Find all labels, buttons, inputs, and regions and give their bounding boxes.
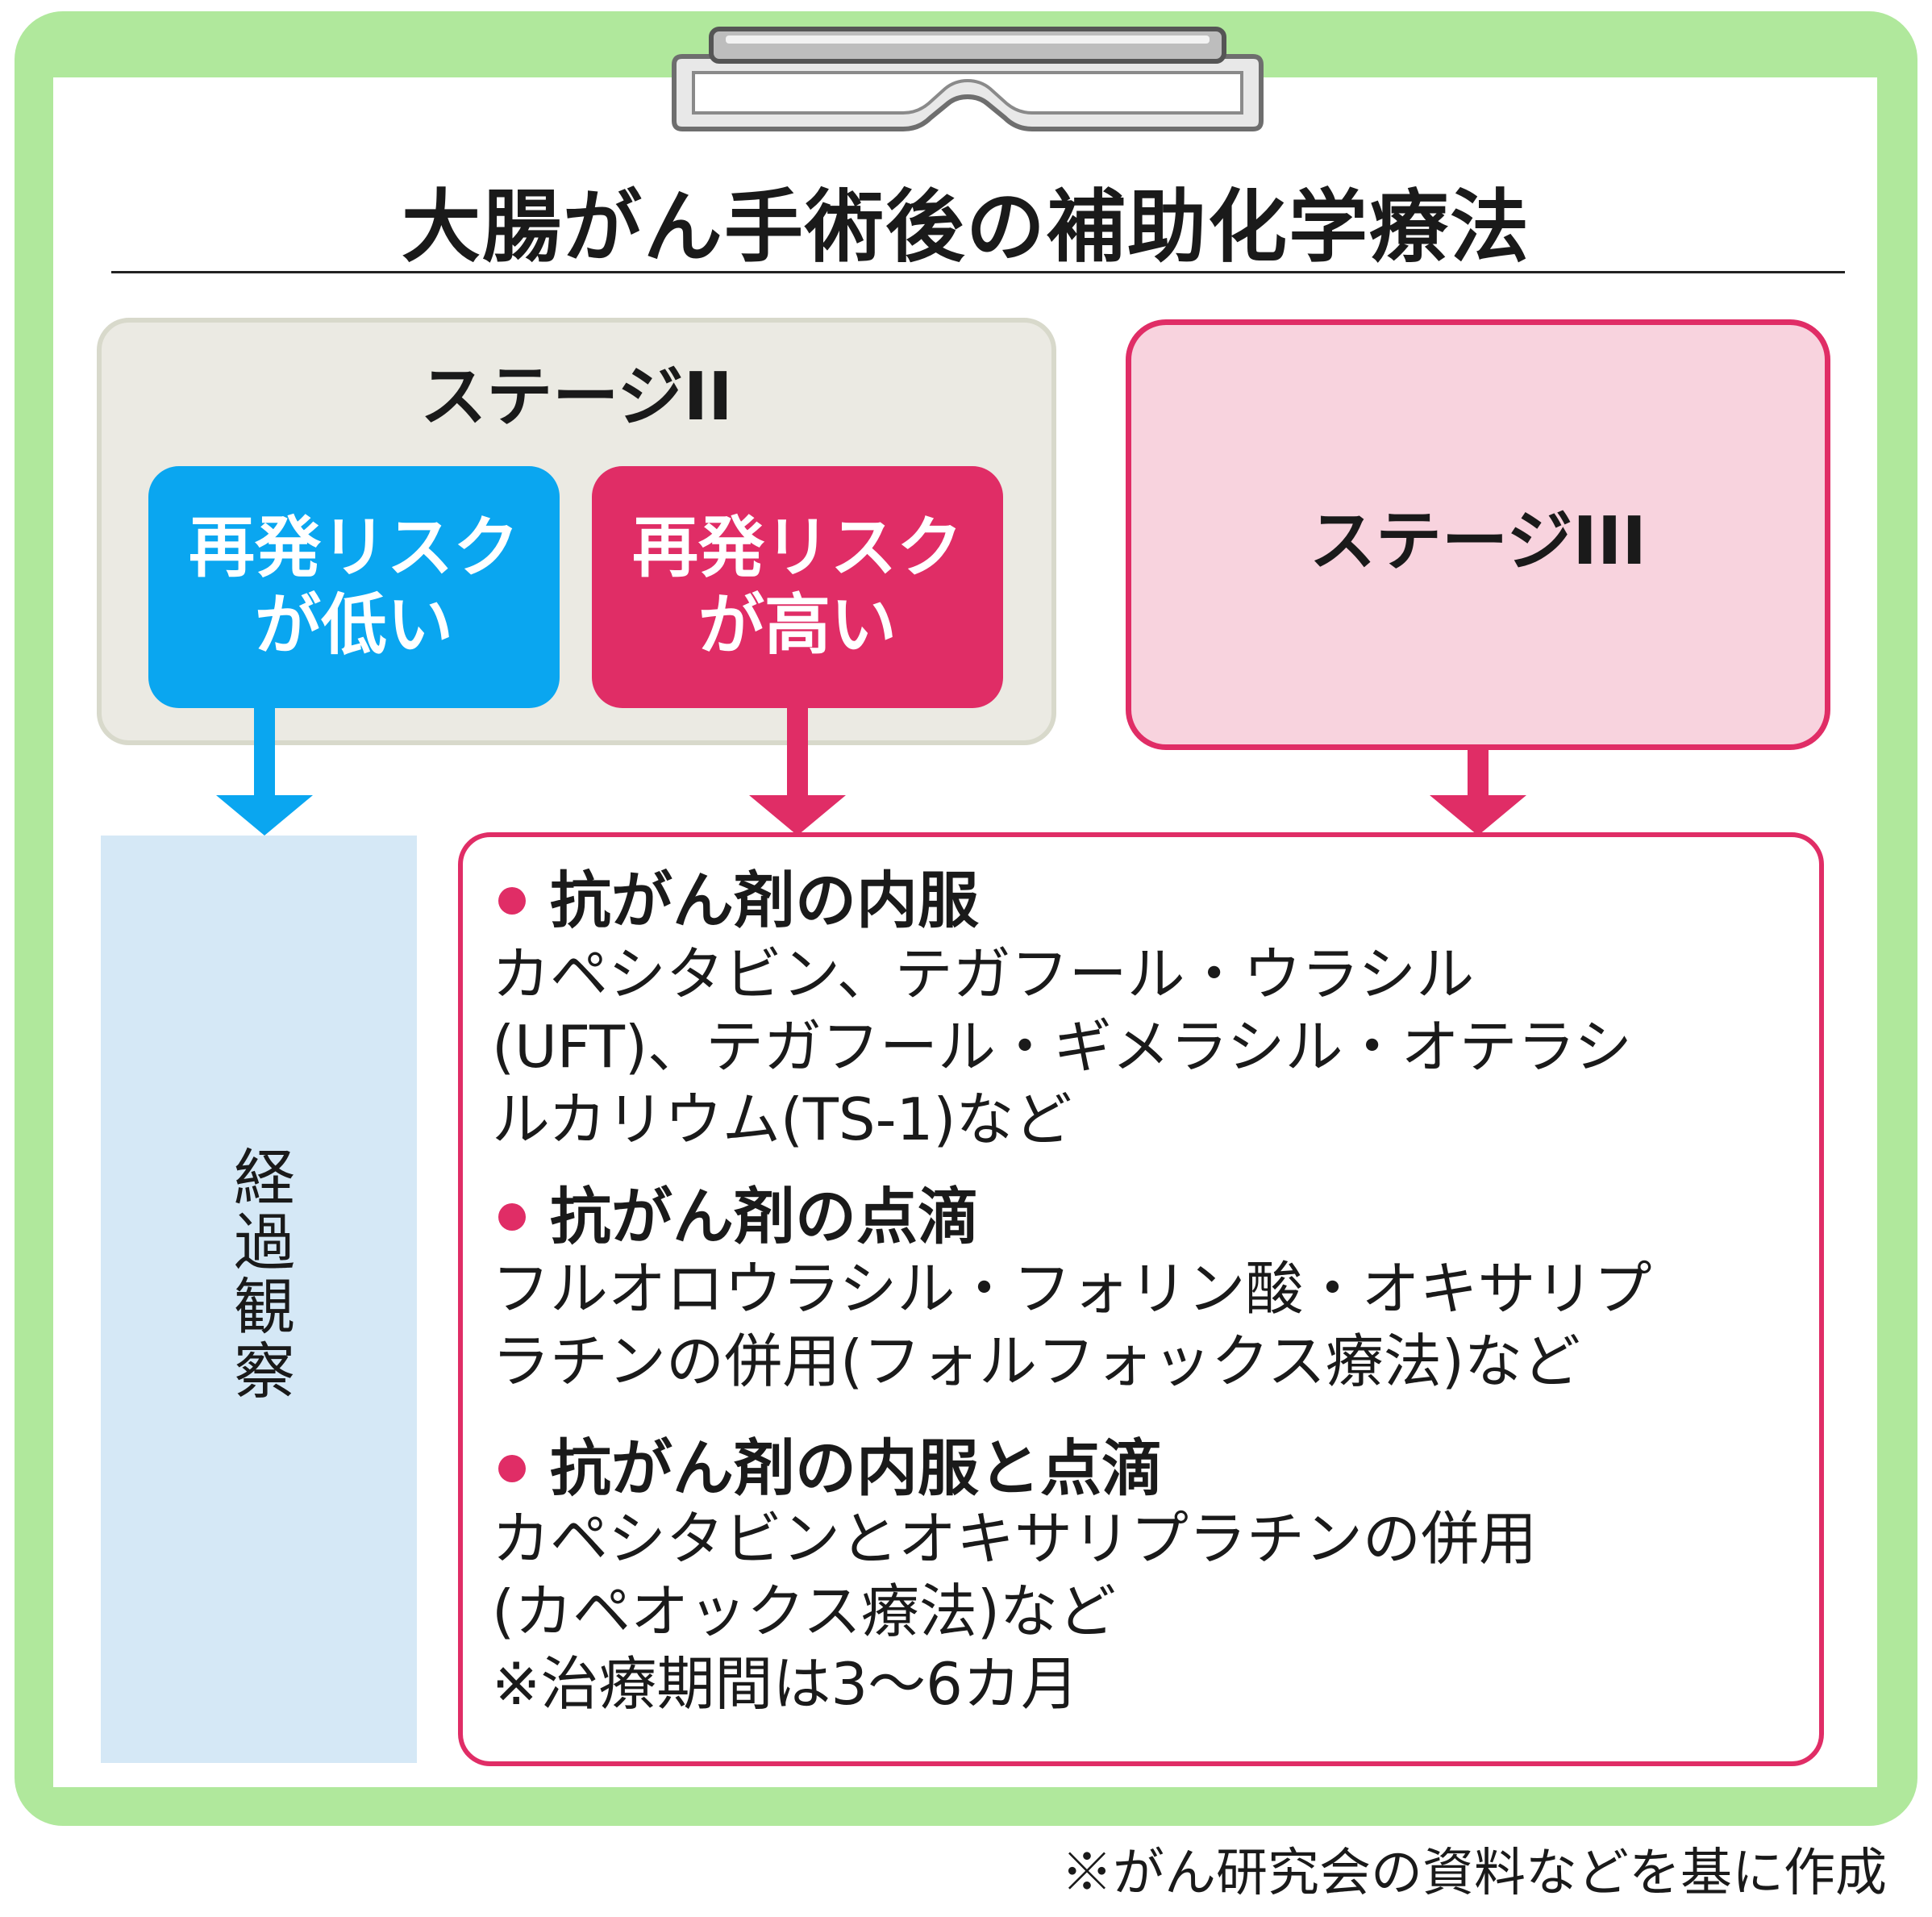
bullet-dot-icon — [498, 1203, 526, 1231]
treatment-line: カペシタビンとオキサリプラチンの併用 — [492, 1505, 1538, 1573]
stage3-panel: ステージIII — [1126, 319, 1830, 750]
arrow-high-icon — [749, 708, 846, 836]
treatment-line: (UFT)、テガフール・ギメラシル・オテラシ — [492, 1013, 1633, 1081]
source-note: ※がん研究会の資料などを基に作成 — [1061, 1844, 1887, 1903]
risk-high-line2: が高い — [697, 587, 897, 664]
treatment-line: (カペオックス療法)など — [492, 1577, 1117, 1645]
treatment-note: ※治療期間は3〜6カ月 — [492, 1650, 1079, 1718]
treatment-heading-text: 抗がん剤の点滴 — [550, 1181, 979, 1252]
risk-high-line1: 再発リスク — [631, 510, 963, 586]
clipboard-clip-icon — [672, 27, 1264, 131]
treatment-line: ラチンの併用(フォルフォックス療法)など — [492, 1327, 1581, 1395]
stage2-label: ステージII — [420, 359, 733, 435]
arrow-low-icon — [216, 708, 313, 836]
title-divider — [111, 271, 1845, 273]
page-title: 大腸がん手術後の補助化学療法 — [401, 181, 1530, 273]
observation-panel — [101, 836, 417, 1763]
treatment-panel — [458, 832, 1824, 1766]
bullet-dot-icon — [498, 887, 526, 915]
risk-low-line2: が低い — [254, 587, 453, 664]
treatment-line: フルオロウラシル・フォリン酸・オキサリプ — [492, 1255, 1652, 1323]
treatment-heading-text: 抗がん剤の内服 — [550, 865, 979, 936]
treatment-heading-iv: 抗がん剤の点滴 — [498, 1181, 979, 1253]
arrow-stage3-icon — [1430, 750, 1526, 836]
treatment-line: カペシタビン、テガフール・ウラシル — [492, 940, 1475, 1008]
treatment-heading-oral: 抗がん剤の内服 — [498, 865, 979, 937]
treatment-heading-text: 抗がん剤の内服と点滴 — [550, 1432, 1163, 1504]
treatment-line: ルカリウム(TS-1)など — [492, 1086, 1072, 1153]
risk-low-box: 再発リスク が低い — [148, 466, 560, 708]
observation-label: 経過観察 — [223, 1145, 295, 1403]
risk-high-box: 再発リスク が高い — [592, 466, 1003, 708]
bullet-dot-icon — [498, 1455, 526, 1482]
risk-low-line1: 再発リスク — [188, 510, 519, 586]
stage3-label: ステージIII — [1310, 502, 1647, 580]
treatment-heading-combined: 抗がん剤の内服と点滴 — [498, 1432, 1163, 1505]
